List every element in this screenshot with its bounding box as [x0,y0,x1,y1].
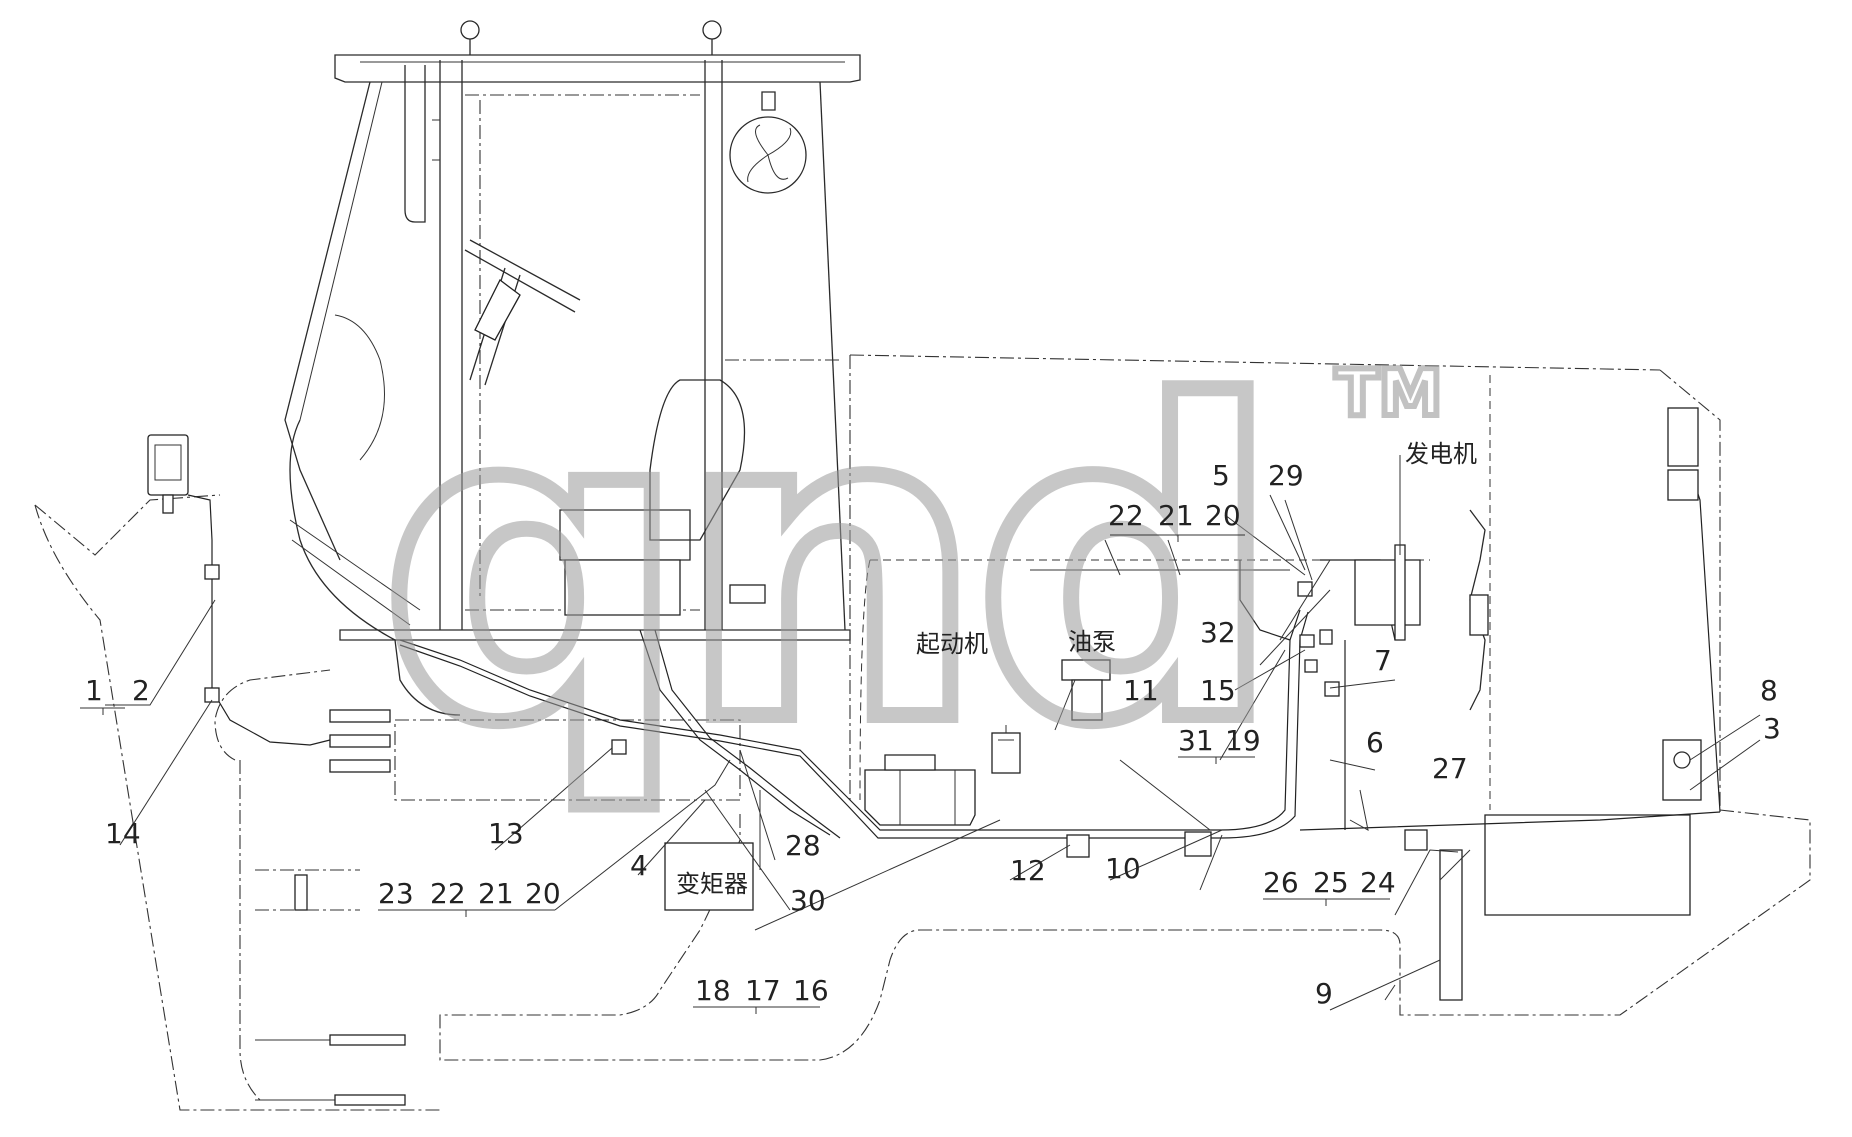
group-brackets [80,534,1390,1014]
callout-21a: 21 [1158,499,1194,532]
callout-23: 23 [378,877,414,910]
generator-label: 发电机 [1405,440,1477,468]
cab-outline [284,20,861,716]
oil-pump-label: 油泵 [1068,628,1116,656]
torque-converter-label: 变矩器 [676,870,748,898]
callout-3: 3 [1763,712,1781,745]
callout-29: 29 [1268,459,1304,492]
callout-24: 24 [1360,866,1396,899]
callout-8: 8 [1760,674,1778,707]
watermark: qnd TM [372,309,1445,825]
front-frame [34,434,741,1111]
callout-17: 17 [745,974,781,1007]
generator-unit [1354,509,1489,711]
callout-22b: 22 [430,877,466,910]
callout-2: 2 [132,674,150,707]
callout-22a: 22 [1108,499,1144,532]
callout-20a: 20 [1205,499,1241,532]
watermark-text: qnd [380,317,1272,817]
callout-15: 15 [1200,674,1236,707]
callout-11: 11 [1123,674,1159,707]
callout-28: 28 [785,829,821,862]
callout-21b: 21 [478,877,514,910]
callout-25: 25 [1313,866,1349,899]
watermark-tm: TM [1335,357,1442,431]
torque-converter-box [664,842,754,911]
callout-5: 5 [1212,459,1230,492]
callout-32: 32 [1200,616,1236,649]
leader-lines [105,455,1761,1011]
callout-18: 18 [695,974,731,1007]
callout-4: 4 [630,849,648,882]
callout-31: 31 [1178,724,1214,757]
callout-7: 7 [1374,644,1392,677]
callout-16: 16 [793,974,829,1007]
components [204,407,1702,911]
callout-14: 14 [105,817,141,850]
callout-numbers: 1 2 3 4 5 6 7 8 9 10 11 12 13 14 15 16 1… [85,459,1781,1010]
callout-1: 1 [85,674,103,707]
callout-10: 10 [1105,852,1141,885]
harness-main [187,469,1721,1001]
starter-motor [864,754,976,826]
callout-13: 13 [488,817,524,850]
oil-pump [1061,659,1111,721]
callout-12: 12 [1010,854,1046,887]
callout-6: 6 [1366,726,1384,759]
callout-20b: 20 [525,877,561,910]
callout-30: 30 [790,884,826,917]
callout-27: 27 [1432,752,1468,785]
callout-9: 9 [1315,977,1333,1010]
callout-26: 26 [1263,866,1299,899]
engine-hood [439,354,1811,1061]
component-labels: 发电机 起动机 油泵 变矩器 [676,440,1477,898]
starter-label: 起动机 [916,630,988,658]
callout-19: 19 [1225,724,1261,757]
